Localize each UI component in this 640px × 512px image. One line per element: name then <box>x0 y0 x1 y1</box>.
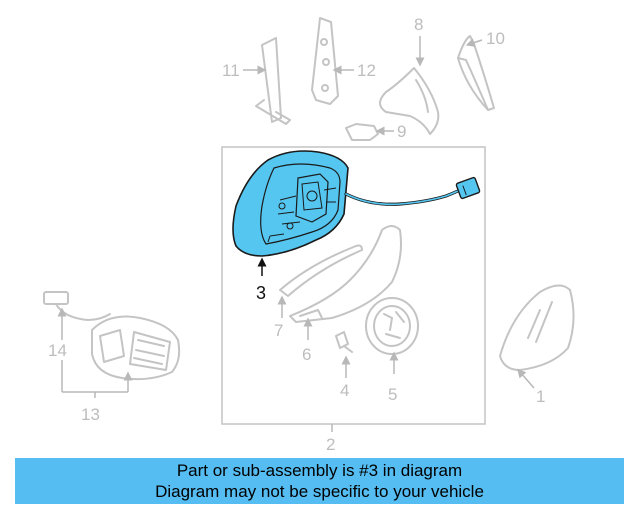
callout-4: 4 <box>340 381 349 400</box>
parts-diagram: 11 12 8 10 9 2 <box>43 15 575 454</box>
banner-line-1: Part or sub-assembly is #3 in diagram <box>176 461 463 480</box>
part-9-clip: 9 <box>345 122 406 141</box>
callout-5: 5 <box>388 385 397 404</box>
callout-7: 7 <box>274 321 283 340</box>
part-6-base: 6 <box>289 225 402 364</box>
part-1-mirror-glass: 1 <box>499 284 575 406</box>
part-5-motor: 5 <box>365 297 419 404</box>
callout-12: 12 <box>357 61 376 80</box>
callout-14: 14 <box>48 341 67 360</box>
part-4-screw: 4 <box>335 331 353 400</box>
callout-10: 10 <box>486 29 505 48</box>
part-14-lamp-socket: 14 <box>43 291 111 360</box>
info-banner: Part or sub-assembly is #3 in diagram Di… <box>15 458 624 504</box>
part-8-cover: 8 <box>379 15 440 135</box>
part-10-trim: 10 <box>457 29 505 111</box>
callout-1: 1 <box>536 387 545 406</box>
callout-8: 8 <box>414 15 423 34</box>
part-7-gasket: 7 <box>274 244 363 340</box>
callout-11: 11 <box>222 61 240 80</box>
assembly-box <box>221 146 486 425</box>
callout-3: 3 <box>256 283 266 303</box>
callout-13: 13 <box>81 405 100 424</box>
part-3-mirror-housing[interactable] <box>232 150 349 257</box>
callout-6: 6 <box>302 345 311 364</box>
part-13-turn-signal: 13 <box>61 315 181 424</box>
callout-9: 9 <box>397 122 406 141</box>
part-11-bracket: 11 <box>222 37 291 125</box>
banner-line-2: Diagram may not be specific to your vehi… <box>155 482 484 501</box>
mirror-cable <box>344 176 481 206</box>
part-12-plate: 12 <box>311 17 376 105</box>
callout-2: 2 <box>326 435 335 454</box>
